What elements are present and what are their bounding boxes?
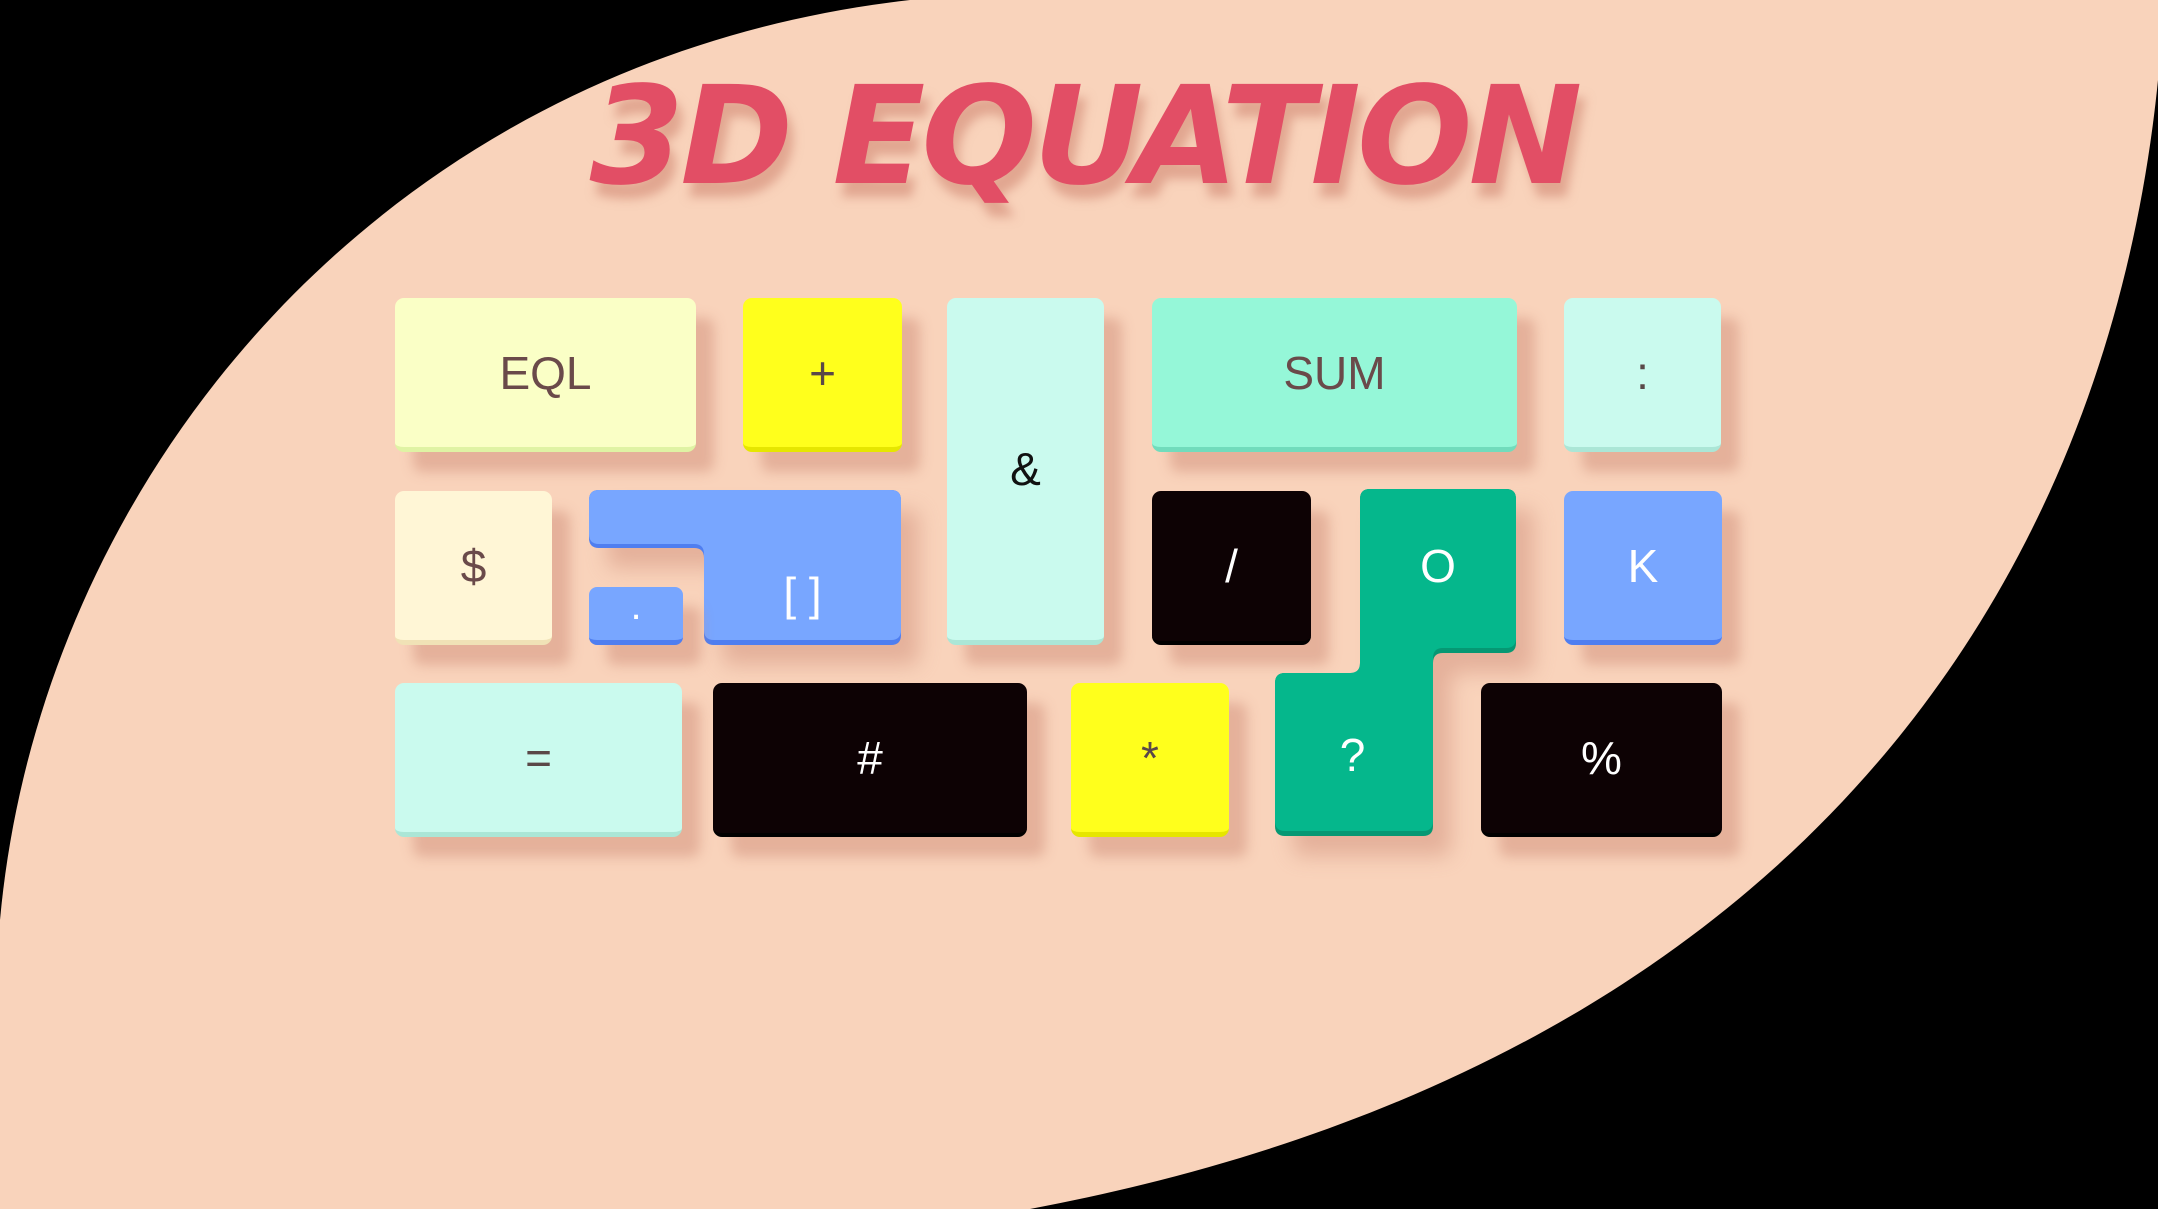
key-brackets[interactable] — [589, 490, 903, 648]
key-dollar[interactable]: $ — [395, 491, 552, 645]
key-k-label: K — [1627, 539, 1659, 592]
key-sum[interactable]: SUM — [1152, 298, 1517, 452]
key-equals-label: = — [525, 731, 552, 784]
key-o-label: O — [1420, 540, 1456, 592]
key-dollar-label: $ — [460, 539, 487, 592]
key-dot-label: . — [630, 584, 642, 628]
key-hash[interactable]: # — [713, 683, 1027, 837]
key-hash-label: # — [857, 732, 883, 784]
key-plus-label: + — [809, 346, 836, 399]
page-title: 3D EQUATION — [589, 58, 1583, 216]
key-asterisk[interactable]: * — [1071, 683, 1229, 837]
key-eql-label: EQL — [499, 346, 592, 399]
key-asterisk-label: * — [1141, 731, 1159, 784]
key-slash[interactable]: / — [1152, 491, 1311, 645]
key-dot[interactable]: . — [589, 584, 683, 645]
key-k[interactable]: K — [1564, 491, 1722, 645]
key-sum-label: SUM — [1283, 346, 1386, 399]
key-colon-label: : — [1636, 346, 1649, 399]
key-question-label: ? — [1339, 729, 1366, 781]
key-plus[interactable]: + — [743, 298, 902, 452]
key-slash-label: / — [1225, 540, 1238, 592]
key-percent[interactable]: % — [1481, 683, 1722, 837]
key-equals[interactable]: = — [395, 683, 682, 837]
key-ampersand-label: & — [1010, 443, 1041, 495]
key-ampersand[interactable]: & — [947, 298, 1104, 645]
key-colon[interactable]: : — [1564, 298, 1721, 452]
key-o-question[interactable] — [1275, 489, 1519, 839]
key-percent-label: % — [1581, 732, 1622, 784]
key-brackets-label: [ ] — [783, 568, 822, 620]
key-eql[interactable]: EQL — [395, 298, 696, 452]
